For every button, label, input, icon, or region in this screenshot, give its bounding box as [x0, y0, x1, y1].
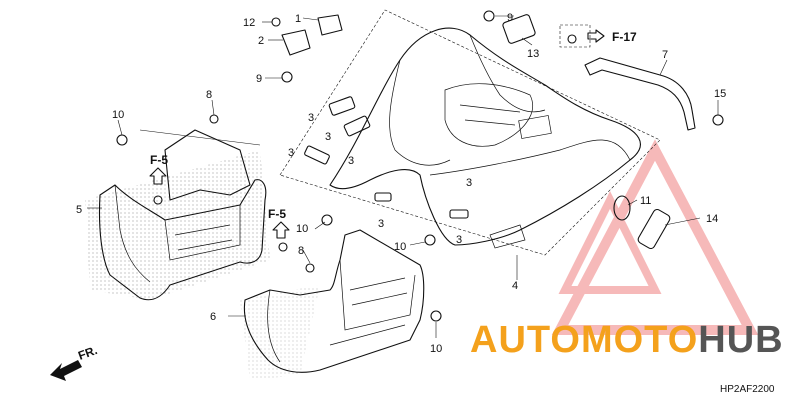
callout-9a: 9	[256, 73, 262, 85]
callout-12: 12	[243, 17, 255, 29]
f17-arrow	[587, 29, 605, 43]
callout-10a: 10	[112, 109, 124, 121]
watermark-logo	[551, 139, 759, 335]
shading-lower	[240, 285, 320, 380]
callouts: 1 2 12 9 9 13 7 15 8 10 3 3 3 3 3 3 3 5 …	[76, 12, 726, 355]
watermark-text-part1: AUTOMOTO	[470, 319, 698, 361]
right-mudguard	[243, 229, 425, 373]
callout-3e: 3	[378, 218, 384, 230]
grab-bar	[584, 57, 696, 131]
assembly-box	[279, 9, 661, 256]
callout-8a: 8	[206, 89, 212, 101]
callout-11: 11	[640, 195, 651, 207]
callout-3c: 3	[288, 147, 294, 159]
bracket-2	[281, 29, 311, 56]
ref-f5-center: F-5	[268, 207, 286, 221]
callout-6: 6	[210, 311, 216, 323]
callout-8b: 8	[298, 245, 304, 257]
grommet	[613, 195, 631, 221]
callout-2: 2	[258, 35, 264, 47]
callout-1: 1	[295, 13, 301, 25]
ref-f17: F-17	[612, 30, 637, 44]
callout-15: 15	[714, 88, 726, 100]
callout-3b: 3	[325, 131, 331, 143]
callout-3g: 3	[466, 177, 472, 189]
callout-4: 4	[512, 280, 518, 292]
callout-14: 14	[706, 213, 718, 225]
front-direction-label: FR.	[76, 343, 99, 363]
callout-3a: 3	[308, 112, 314, 124]
callout-3f: 3	[456, 234, 462, 246]
callout-9b: 9	[507, 12, 513, 24]
callout-10d: 10	[430, 343, 442, 355]
watermark-text: AUTOMOTOHUB	[470, 319, 784, 361]
f5-center-arrow	[272, 221, 290, 239]
shading-left	[85, 150, 270, 300]
rear-fender	[329, 27, 641, 249]
pads	[304, 96, 469, 219]
f17-box	[559, 24, 591, 48]
callout-10c: 10	[394, 241, 406, 253]
callout-7: 7	[662, 49, 668, 61]
f5-left-arrow	[149, 167, 167, 185]
clip-1	[317, 14, 343, 36]
ref-f5-left: F-5	[150, 153, 168, 167]
left-mudguard	[98, 129, 267, 301]
strap	[637, 208, 671, 250]
callout-10b: 10	[296, 223, 308, 235]
callout-3d: 3	[348, 155, 354, 167]
callout-5: 5	[76, 204, 82, 216]
clip	[502, 14, 536, 44]
leader-lines	[87, 15, 719, 338]
watermark-text-part2: HUB	[698, 319, 783, 361]
front-direction-indicator: FR.	[50, 343, 99, 381]
diagram-code: HP2AF2200	[720, 384, 775, 395]
callout-13: 13	[527, 48, 539, 60]
